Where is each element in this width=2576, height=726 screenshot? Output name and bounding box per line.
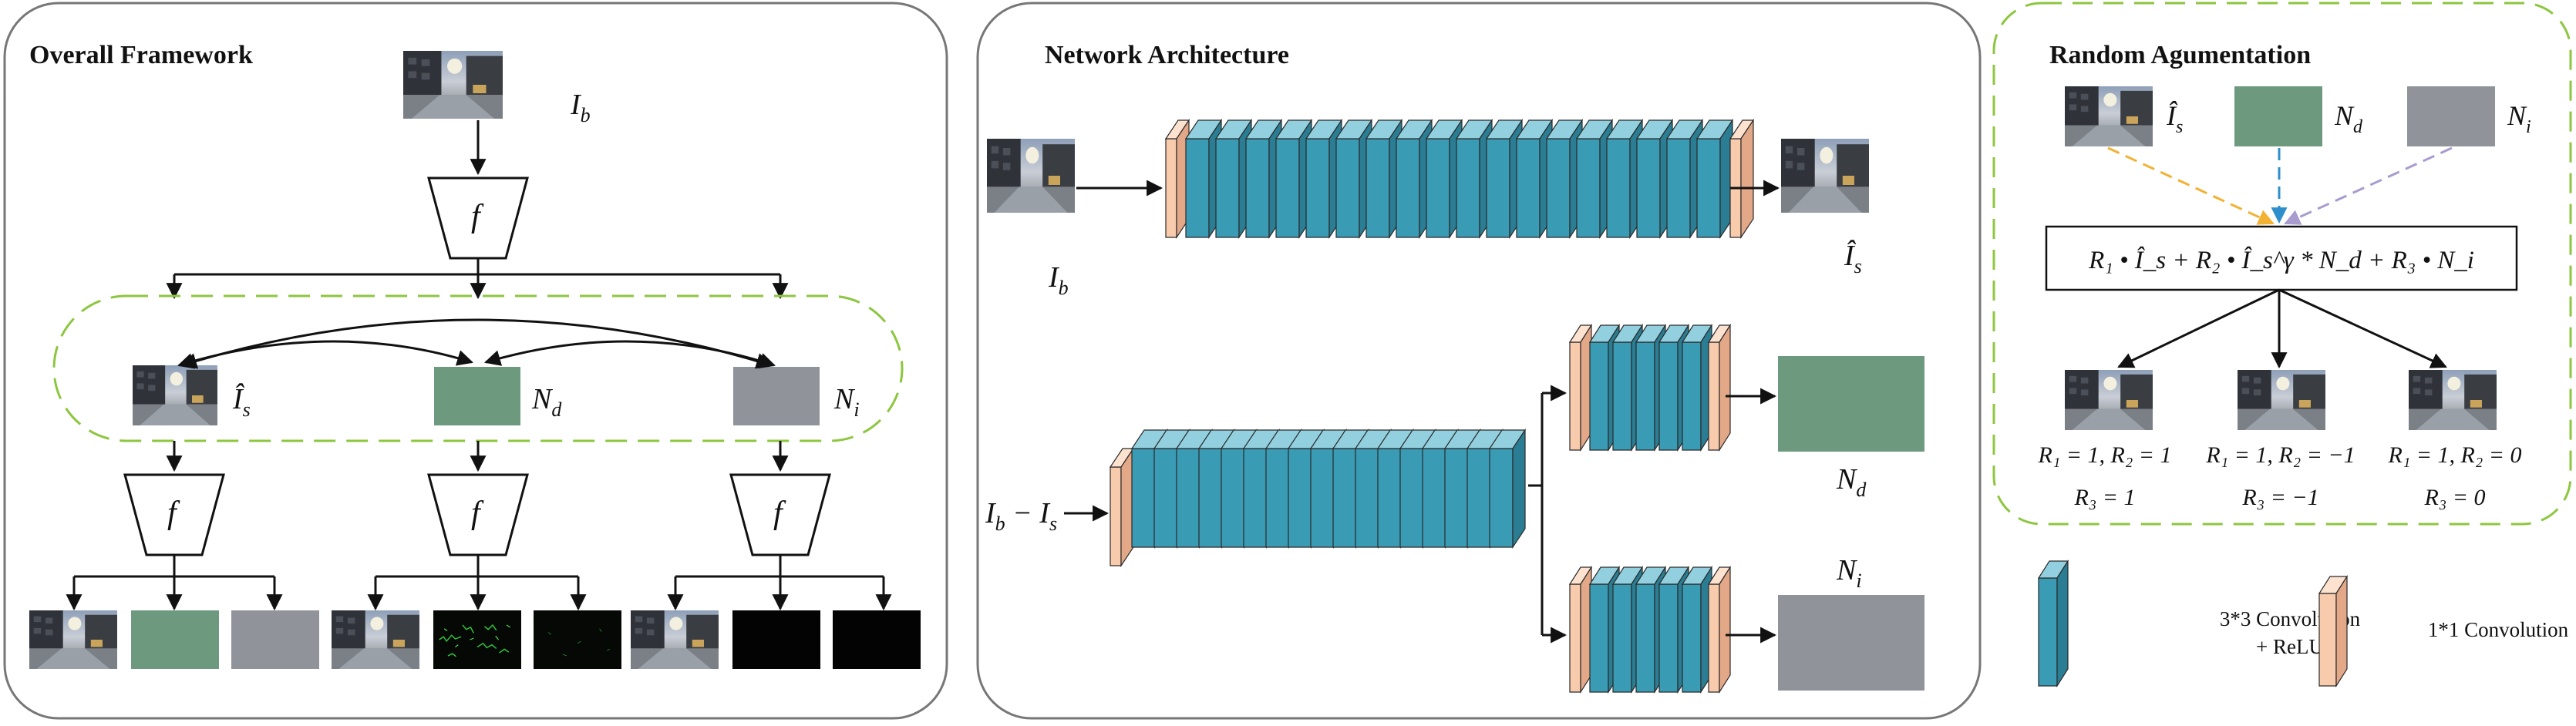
- output-left-noise-d: [131, 610, 219, 669]
- net-branch-i-conv-stack: [1568, 565, 1732, 694]
- f-module-top: [427, 176, 529, 260]
- label-I-s-hat-1: Îs: [232, 383, 251, 421]
- output-center-residual-2: [534, 610, 621, 669]
- network-panel: [976, 2, 1982, 720]
- label-N-i-1: Ni: [833, 383, 860, 421]
- blurry-input-image: [403, 51, 503, 119]
- output-right-black-2: [833, 610, 921, 669]
- label-N-d-aug: Nd: [2334, 100, 2363, 137]
- net-top-output-image: [1781, 139, 1869, 213]
- aug-case-1-line1: R₁ = 1, R₂ = 1: [2038, 442, 2172, 468]
- f-module-right: [729, 473, 831, 556]
- legend-conv3-line2: + ReLU: [2256, 635, 2324, 658]
- aug-formula: R₁ • Î_s + R₂ • Î_s^γ * N_d + R₃ • N_i: [2088, 246, 2474, 274]
- link-arc-s-to-i: [180, 318, 773, 369]
- aug-sharp-image: [2065, 86, 2153, 146]
- aug-case-3-line1: R₁ = 1, R₂ = 0: [2388, 442, 2522, 468]
- framework-title: Overall Framework: [29, 41, 253, 69]
- branch-d-output-noise: [1778, 356, 1924, 452]
- output-right-black-1: [732, 610, 820, 669]
- net-top-conv-stack: [1164, 119, 1755, 239]
- branch-i-output-noise: [1778, 595, 1924, 691]
- aug-case-1-line2: R₃ = 1: [2074, 485, 2136, 510]
- net-top-conv1-out: [1729, 119, 1755, 239]
- net-branch-i-conv1-out: [1707, 565, 1732, 694]
- aug-noise-i: [2407, 86, 2495, 146]
- label-I-b-net: Ib: [1048, 261, 1069, 299]
- legend-conv3-shape: [2037, 559, 2069, 688]
- net-top-conv3-3: [1244, 119, 1283, 239]
- label-N-d-1: Nd: [531, 383, 562, 421]
- aug-case-3-image: [2409, 370, 2497, 430]
- net-bottom-conv-stack: [1109, 429, 1527, 567]
- f-module-center: [427, 473, 529, 556]
- net-branch-d-conv-stack: [1568, 323, 1732, 452]
- label-I-s-hat-aug: Îs: [2166, 100, 2183, 137]
- net-branch-d-conv3-5: [1681, 323, 1713, 452]
- label-I-b-top: Ib: [570, 89, 591, 126]
- label-Ib-minus-Is: Ib − Is: [985, 497, 1057, 535]
- net-top-conv3-18: [1695, 119, 1734, 239]
- label-N-i-aug: Ni: [2507, 100, 2531, 137]
- label-N-i-net: Ni: [1836, 554, 1862, 592]
- legend-conv3-block: [2037, 559, 2069, 688]
- aug-case-3-line2: R₃ = 0: [2424, 485, 2486, 510]
- net-bottom-conv1-in: [1109, 447, 1135, 567]
- aug-arrow-orange: [2107, 146, 2275, 225]
- augmentation-panel: [1992, 2, 2572, 526]
- f-module-left: [123, 473, 225, 556]
- label-N-d-net: Nd: [1836, 463, 1867, 501]
- output-left-noise-i: [231, 610, 319, 669]
- net-branch-d-conv1-out: [1707, 323, 1732, 452]
- output-left-sharp: [29, 610, 117, 669]
- output-right-sharp: [631, 610, 719, 669]
- aug-case-2-line2: R₃ = −1: [2241, 485, 2318, 510]
- framework-panel: [3, 2, 948, 720]
- net-branch-d-conv1-in: [1568, 323, 1593, 452]
- label-I-s-hat-net: Îs: [1844, 240, 1862, 277]
- aug-arrow-purple: [2284, 146, 2453, 225]
- sharp-image-component: [133, 365, 217, 425]
- legend-conv1-shape: [2318, 574, 2349, 688]
- aug-arrow-case-1: [2117, 288, 2280, 368]
- legend-conv1-block: [2318, 574, 2349, 688]
- aug-arrow-case-3: [2278, 288, 2447, 368]
- augmentation-title: Random Agumentation: [2049, 41, 2311, 69]
- aug-formula-box: [2045, 225, 2518, 291]
- aug-case-2-image: [2238, 370, 2325, 430]
- network-title: Network Architecture: [1045, 41, 1289, 69]
- legend-conv1-label: 1*1 Convolution: [2428, 618, 2569, 641]
- output-center-sharp: [332, 610, 419, 669]
- noise-i-component: [733, 367, 820, 425]
- aug-case-1-image: [2065, 370, 2153, 430]
- net-top-input-image: [987, 139, 1075, 213]
- aug-case-2-line1: R₁ = 1, R₂ = −1: [2205, 442, 2355, 468]
- net-branch-i-conv3-5: [1681, 565, 1713, 694]
- net-branch-i-conv1-in: [1568, 565, 1593, 694]
- aug-noise-d: [2234, 86, 2322, 146]
- noise-d-component: [434, 367, 520, 425]
- net-bottom-conv3-17: [1488, 429, 1527, 549]
- output-center-residual-1: [433, 610, 521, 669]
